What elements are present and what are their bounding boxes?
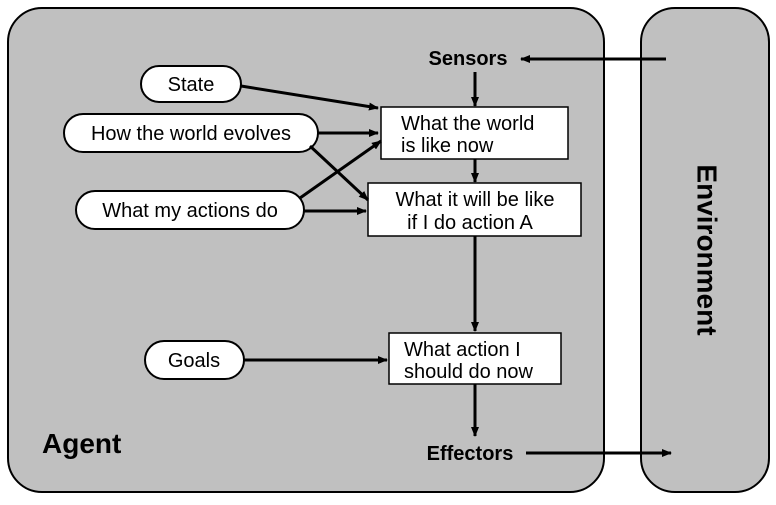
agent-panel — [7, 7, 605, 493]
will-be-line1: What it will be like — [396, 189, 555, 211]
world-now-line2: is like now — [401, 135, 494, 157]
world-now-box — [380, 106, 569, 160]
world-evolves-label: How the world evolves — [91, 123, 291, 145]
state-label: State — [168, 74, 215, 96]
will-be-line2: if I do action A — [407, 212, 533, 234]
environment-panel — [640, 7, 770, 493]
state-oval — [140, 65, 242, 103]
world-now-line1: What the world — [401, 113, 534, 135]
effectors-label: Effectors — [427, 443, 514, 465]
edge-state-to-world-now — [240, 84, 379, 111]
environment-label: Environment — [692, 164, 723, 335]
edge-evolves-to-will-be — [308, 144, 370, 202]
action-now-box — [388, 332, 562, 385]
action-now-line2: should do now — [404, 361, 534, 383]
agent-label: Agent — [42, 428, 121, 459]
edge-actions-to-world-now — [299, 139, 382, 200]
sensors-label: Sensors — [429, 48, 508, 70]
actions-do-label: What my actions do — [102, 200, 278, 222]
will-be-box — [367, 182, 582, 237]
goals-label: Goals — [168, 350, 220, 372]
action-now-line1: What action I — [404, 339, 521, 361]
